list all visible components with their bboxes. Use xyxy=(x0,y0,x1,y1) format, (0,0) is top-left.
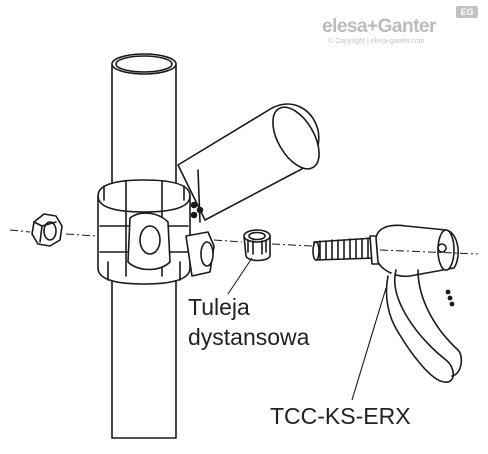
part-code-label: TCC-KS-ERX xyxy=(270,403,411,429)
hex-nut xyxy=(31,213,63,247)
logo-badge: EG xyxy=(456,6,478,18)
logo-brand: elesa+Ganter xyxy=(322,16,436,37)
spacer-leader-line xyxy=(227,257,253,295)
elesa-ganter-logo: elesa+Ganter EG © Copyright | elesa-gant… xyxy=(322,6,482,50)
clamping-lever-tcc-ks-erx xyxy=(312,224,463,383)
spacer-sleeve xyxy=(243,229,271,262)
spacer-label-line1: Tuleja xyxy=(188,294,250,320)
copyright-text: © Copyright | elesa-ganter.com xyxy=(328,38,425,45)
branch-tube xyxy=(177,103,320,223)
spacer-label-line2: dystansowa xyxy=(188,324,310,350)
tube-clamp xyxy=(97,179,215,285)
lever-leader-line xyxy=(351,287,387,401)
